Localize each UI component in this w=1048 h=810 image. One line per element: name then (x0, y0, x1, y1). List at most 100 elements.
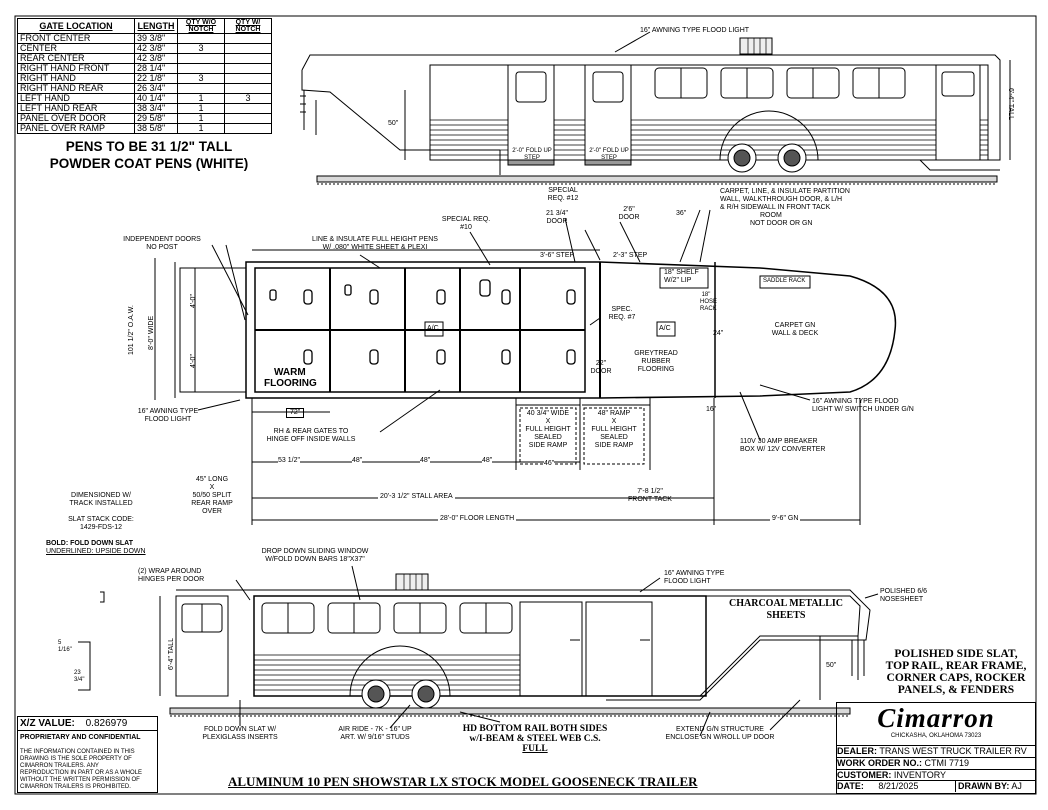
prop-body-3: CIMARRON TRAILERS. ANY (20, 763, 99, 769)
shelf-2: W/2" LIP (664, 277, 692, 284)
dim-5: 5 1/16" (58, 640, 72, 653)
awning-left-1: 16" AWNING TYPE (137, 408, 199, 415)
side-awning-1: 16" AWNING TYPE (664, 570, 725, 577)
gate-qty-without-cell: 3 (177, 43, 225, 54)
gate-length-cell: 22 1/8" (134, 73, 178, 84)
gate-qty-with-cell (224, 83, 272, 94)
side-ramp-48-5: SIDE RAMP (594, 442, 634, 449)
dimensioned-2: TRACK INSTALLED (69, 500, 133, 507)
date-label: DATE: (837, 781, 864, 791)
greytread-3: FLOORING (637, 366, 675, 373)
gate-qty-without-cell: 1 (177, 93, 225, 104)
side-ramp-40-5: SIDE RAMP (528, 442, 568, 449)
side-height-50: 50" (826, 662, 837, 669)
xz-label: X/Z VALUE: (20, 718, 75, 729)
polished-nose-2: NOSESHEET (880, 596, 924, 603)
prop-body-6: CIMARRON TRAILERS IS PROHIBITED. (20, 784, 131, 790)
door-21: 21 3/4" DOOR (546, 210, 568, 225)
rear-ramp: 45" LONG X 50/50 SPLIT REAR RAMP OVER (180, 476, 244, 516)
date-row: DATE: 8/21/2025 DRAWN BY: AJ (837, 780, 1035, 792)
carpet-note-1: CARPET, LINE, & INSULATE PARTITION (720, 188, 850, 195)
wide-dim: 8'-0" WIDE (148, 315, 155, 350)
step-36: 3'-6" STEP (540, 252, 575, 259)
charcoal-1: CHARCOAL METALLIC (729, 598, 843, 609)
gate-qty-without-cell (177, 33, 225, 44)
dim-36: 36" (676, 210, 687, 217)
independent-doors-1: INDEPENDENT DOORS (123, 236, 201, 243)
front-tack-1: 7'-8 1/2" (620, 488, 680, 496)
stall-46: 46" (544, 460, 555, 468)
gate-qty-without-cell (177, 53, 225, 64)
air-ride: AIR RIDE - 7K - 16" UP ART. w/ 9/16" STU… (320, 726, 430, 742)
carpet-gn-1: CARPET GN (774, 322, 816, 329)
gate-length-cell: 42 3/8" (134, 43, 178, 54)
line-insulate-1: LINE & INSULATE FULL HEIGHT PENS (312, 236, 438, 243)
gate-length-cell: 42 3/8" (134, 53, 178, 64)
awning-left: 16" AWNING TYPE FLOOD LIGHT (118, 408, 218, 424)
gate-location-cell: LEFT HAND (17, 93, 135, 104)
side-ramp-40-3: FULL HEIGHT (525, 426, 571, 433)
top-fold-step-1: 2'-0" FOLD UP STEP (512, 148, 552, 161)
gate-qty-without-cell (177, 63, 225, 74)
top-fold-step-2: 2'-0" FOLD UP STEP (589, 148, 629, 161)
bottom-side-elevation (78, 565, 879, 737)
top-side-elevation (300, 31, 1011, 185)
independent-doors-2: NO POST (146, 244, 178, 251)
carpet-note-3: & R/H SIDEWALL IN FRONT TACK (720, 204, 831, 211)
side-ramp-48-4: SEALED (600, 434, 628, 441)
drawn-label: DRAWN BY: (958, 781, 1010, 791)
side-ramp-40-4: SEALED (534, 434, 562, 441)
gate-location-cell: RIGHT HAND REAR (17, 83, 135, 94)
side-ramp-48-3: FULL HEIGHT (591, 426, 637, 433)
special-req-10: SPECIAL REQ. #10 (441, 216, 491, 231)
prop-body-1: THE INFORMATION CONTAINED IN THIS (20, 749, 135, 755)
gate-location-cell: CENTER (17, 43, 135, 54)
title-block: Cimarron CHICKASHA, OKLAHOMA 73023 DEALE… (836, 702, 1036, 794)
fold-down-slat: FOLD DOWN SLAT w/ PLEXIGLASS INSERTS (180, 726, 300, 742)
underlined-note: UNDERLINED: UPSIDE DOWN (46, 548, 146, 555)
gate-qty-with-cell (224, 53, 272, 64)
polished-list-1: POLISHED SIDE SLAT, (894, 648, 1018, 660)
gate-qty-with-cell: 3 (224, 93, 272, 104)
air-ride-2: ART. w/ 9/16" STUDS (340, 734, 410, 741)
extend-gn-2: ENCLOSE GN W/ROLL UP DOOR (665, 734, 775, 741)
drawn-by: DRAWN BY: AJ (955, 781, 1022, 792)
drop-window-1: DROP DOWN SLIDING WINDOW (261, 548, 369, 555)
gate-location-cell: PANEL OVER DOOR (17, 113, 135, 124)
polished-list-2: TOP RAIL, REAR FRAME, (885, 660, 1027, 672)
header-length: LENGTH (134, 18, 178, 34)
side-ramp-40-1: 40 3/4" WIDE (526, 410, 570, 417)
extend-gn-1: EXTEND G/N STRUCTURE (676, 726, 764, 733)
door-22-1: 22" (595, 360, 607, 367)
polished-nose: POLISHED 6/6 NOSESHEET (880, 588, 927, 604)
plan-view (154, 209, 897, 525)
gate-length-cell: 38 5/8" (134, 123, 178, 134)
dealer-label: DEALER: (837, 746, 877, 756)
dim-48a: 4'-0" (190, 294, 197, 308)
saddle-rack: SADDLE RACK (763, 278, 806, 284)
warm-flooring-1: WARM (274, 367, 306, 378)
side-tall: 6'-4" TALL (168, 638, 175, 670)
gn-length: 9'-6" GN (770, 515, 801, 523)
greytread-1: GREYTREAD (634, 350, 678, 357)
dim-16: 16" (706, 406, 717, 413)
step-23: 2'-3" STEP (613, 252, 648, 259)
slat-code-1: SLAT STACK CODE: (68, 516, 134, 523)
customer-row: CUSTOMER: INVENTORY (837, 769, 1035, 781)
cimarron-logo: Cimarron (877, 703, 995, 733)
slat-code: SLAT STACK CODE: 1429-FDS-12 (46, 516, 156, 532)
spec-req-7: SPEC. REQ. #7 (608, 306, 636, 321)
customer-value: INVENTORY (893, 770, 947, 780)
carpet-note-5: NOT DOOR OR GN (750, 220, 813, 227)
stall-48b: 48" (420, 457, 431, 465)
pens-note: PENS TO BE 31 1/2" TALL POWDER COAT PENS… (30, 138, 268, 172)
gate-location-cell: RIGHT HAND (17, 73, 135, 84)
stall-53: 53 1/2" (278, 457, 300, 465)
sheet-border (14, 15, 1037, 795)
customer-label: CUSTOMER: (837, 770, 892, 780)
wrap-hinges-2: HINGES PER DOOR (138, 576, 205, 583)
proprietary-title: PROPRIETARY AND CONFIDENTIAL (20, 734, 141, 741)
door-22-2: DOOR (590, 368, 612, 375)
